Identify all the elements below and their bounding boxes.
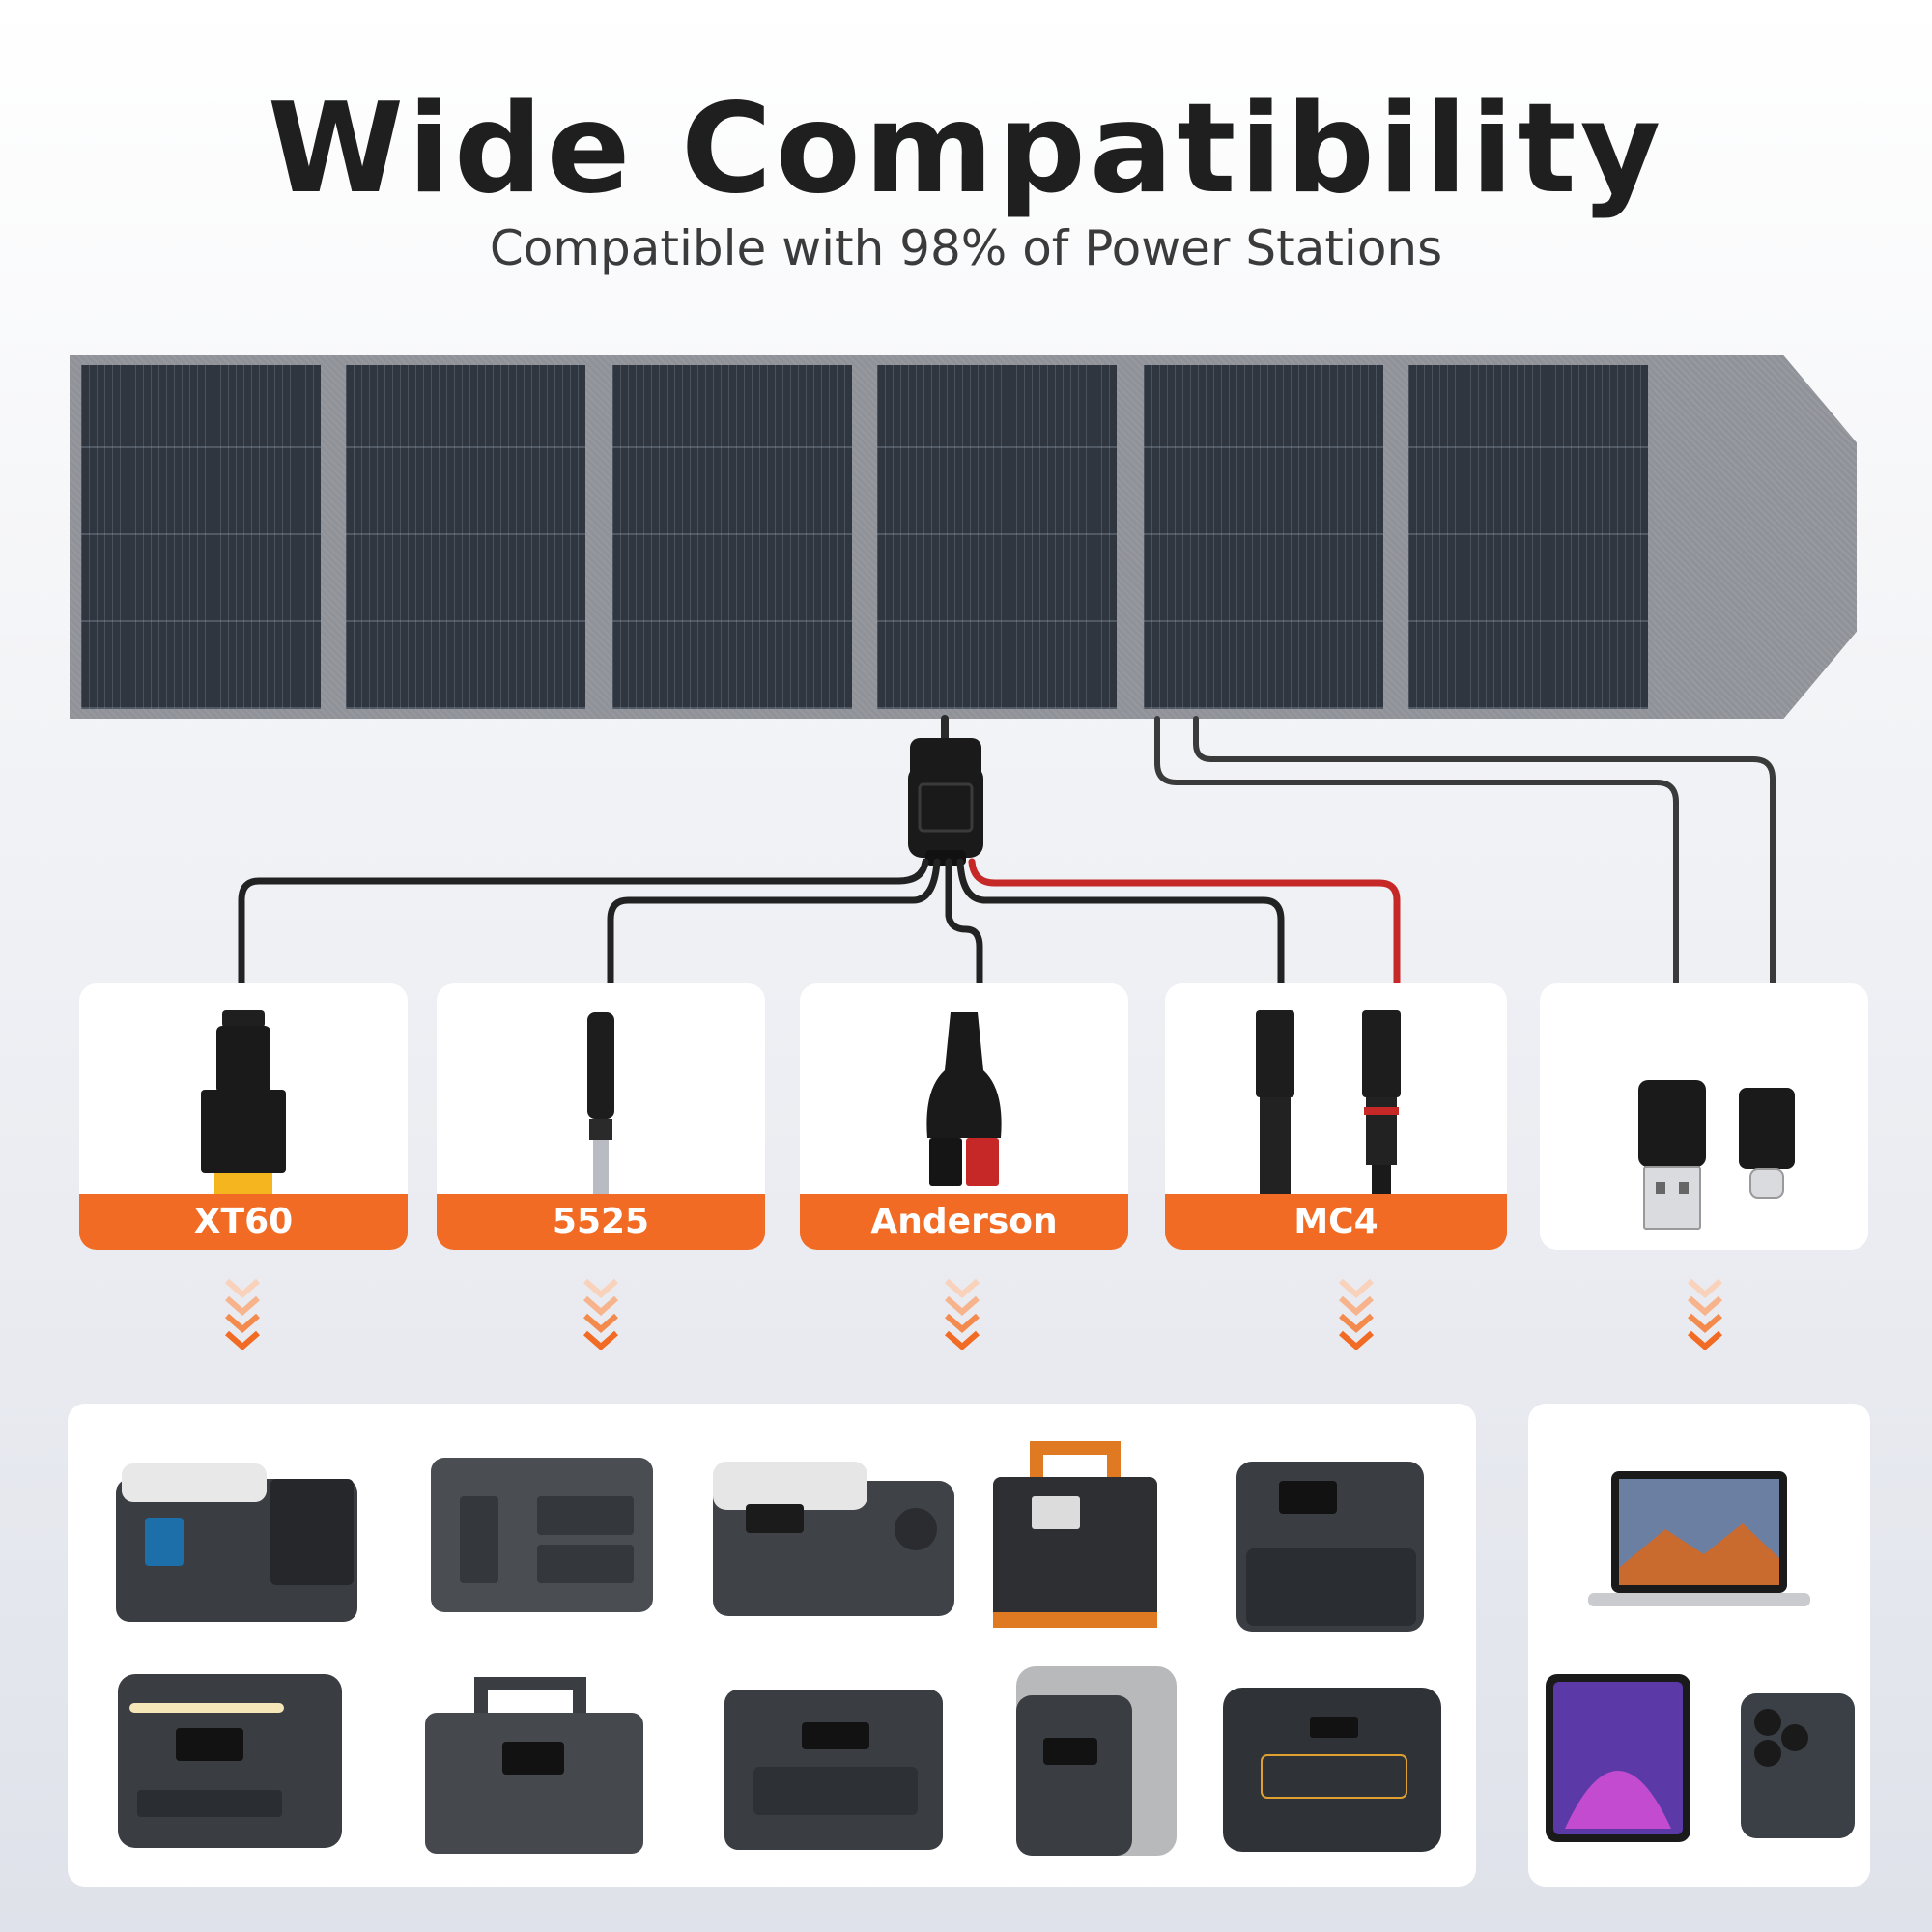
solar-cell <box>81 365 321 709</box>
down-arrows-icon <box>1688 1278 1722 1350</box>
solar-cell <box>1408 365 1648 709</box>
solar-cell <box>346 365 585 709</box>
solar-cell <box>877 365 1117 709</box>
power-station-icon <box>425 1677 643 1854</box>
down-arrows-icon <box>945 1278 980 1350</box>
dc5525-plug-icon <box>587 1012 614 1194</box>
mc4-plug-icon <box>1256 1010 1401 1194</box>
connector-card-anderson: Anderson <box>800 983 1128 1250</box>
connector-card-mc4: MC4 <box>1165 983 1507 1250</box>
connector-card-xt60: XT60 <box>79 983 408 1250</box>
connector-card-5525: 5525 <box>437 983 765 1250</box>
down-arrows-icon <box>225 1278 260 1350</box>
power-station-icon <box>724 1690 943 1850</box>
power-station-icon <box>713 1462 954 1616</box>
power-stations-panel <box>68 1404 1476 1887</box>
panel-flap <box>1654 355 1857 719</box>
power-station-icon <box>116 1463 357 1622</box>
power-station-icon <box>118 1674 342 1848</box>
anderson-plug-icon <box>926 1012 1002 1186</box>
solar-panel <box>70 355 1654 719</box>
tablet-icon <box>1546 1674 1690 1842</box>
connector-label: MC4 <box>1165 1194 1507 1250</box>
power-station-icon <box>993 1441 1157 1628</box>
xt60-plug-icon <box>201 1010 286 1196</box>
power-station-icon <box>1223 1688 1441 1852</box>
down-arrows-icon <box>583 1278 618 1350</box>
page-subtitle: Compatible with 98% of Power Stations <box>489 220 1443 276</box>
connector-card-usb <box>1540 983 1868 1250</box>
down-arrows-icon <box>1339 1278 1374 1350</box>
page-title: Wide Compatibility <box>267 77 1665 221</box>
devices-panel <box>1528 1404 1870 1887</box>
cables-diagram <box>238 715 1776 1065</box>
usb-c-plug-icon <box>1739 1088 1795 1199</box>
solar-cell <box>612 365 852 709</box>
phone-icon <box>1741 1693 1855 1838</box>
laptop-icon <box>1588 1471 1810 1606</box>
connector-label: 5525 <box>437 1194 765 1250</box>
connector-label: XT60 <box>79 1194 408 1250</box>
power-station-icon <box>1236 1462 1424 1632</box>
usb-a-plug-icon <box>1638 1080 1706 1230</box>
power-station-icon <box>431 1458 653 1612</box>
solar-cell <box>1144 365 1383 709</box>
connector-label: Anderson <box>800 1194 1128 1250</box>
power-station-icon <box>1016 1666 1177 1856</box>
